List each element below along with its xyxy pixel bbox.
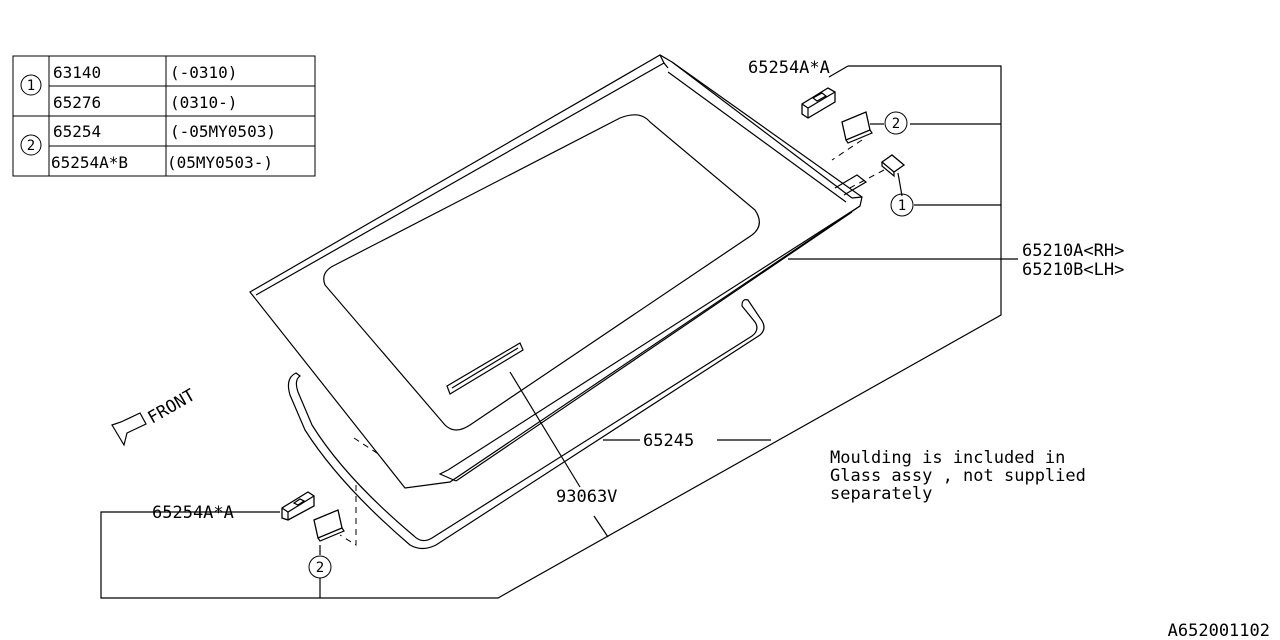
callout-clip-top: 65254A*A <box>748 58 830 78</box>
drawing-id: A652001102 <box>1168 621 1270 640</box>
callout-weatherstrip: 65245 <box>643 431 694 451</box>
legend-date-range: (-0310) <box>170 63 237 82</box>
ref-circle-label: 1 <box>898 198 906 214</box>
assembly-guide-line <box>831 139 863 161</box>
callout-sticker: 93063V <box>556 487 617 507</box>
legend-ref-1: 1 <box>20 74 42 96</box>
legend-table: 1 2 63140 (-0310) 65276 (0310-) 65254 (-… <box>12 55 316 177</box>
clip-bottom <box>281 491 315 521</box>
leader-lines <box>100 65 1018 599</box>
ref-circle-2-top: 2 <box>884 111 908 135</box>
callout-glass-rh: 65210A<RH> <box>1022 241 1124 261</box>
legend-date-range: (0310-) <box>170 93 237 112</box>
legend-part-number: 65254A*B <box>51 153 128 172</box>
pad-bottom <box>313 509 345 542</box>
legend-ref-1-label: 1 <box>27 78 35 94</box>
ref-circle-1: 1 <box>890 193 914 217</box>
front-arrow-icon <box>111 412 147 447</box>
clip-small-top <box>880 154 906 178</box>
pad-top <box>841 111 873 144</box>
note-line-2: Glass assy , not supplied <box>830 466 1086 486</box>
sticker-label-part <box>446 342 524 395</box>
weatherstrip-seal <box>287 299 765 550</box>
legend-date-range: (05MY0503-) <box>167 153 273 172</box>
assembly-guide-line <box>845 169 885 191</box>
callout-clip-bottom: 65254A*A <box>152 503 234 523</box>
legend-part-number: 65276 <box>53 93 101 112</box>
legend-part-number: 65254 <box>53 122 101 141</box>
note-text: Moulding is included in Glass assy , not… <box>830 448 1086 504</box>
front-label: FRONT <box>145 385 199 428</box>
note-line-1: Moulding is included in <box>830 448 1065 468</box>
quarter-glass <box>249 54 868 489</box>
ref-circle-label: 2 <box>316 560 324 576</box>
legend-part-number: 63140 <box>53 63 101 82</box>
clip-top <box>801 87 836 119</box>
ref-circle-2-bottom: 2 <box>308 555 332 579</box>
legend-date-range: (-05MY0503) <box>170 122 276 141</box>
legend-ref-2-label: 2 <box>27 138 35 154</box>
note-line-3: separately <box>830 484 932 504</box>
ref-circle-label: 2 <box>892 116 900 132</box>
front-direction-arrow: FRONT <box>111 385 199 447</box>
callout-glass-lh: 65210B<LH> <box>1022 260 1124 280</box>
legend-ref-2: 2 <box>20 134 42 156</box>
assembly-guide-line <box>339 485 357 546</box>
assembly-guide-line <box>353 437 381 456</box>
